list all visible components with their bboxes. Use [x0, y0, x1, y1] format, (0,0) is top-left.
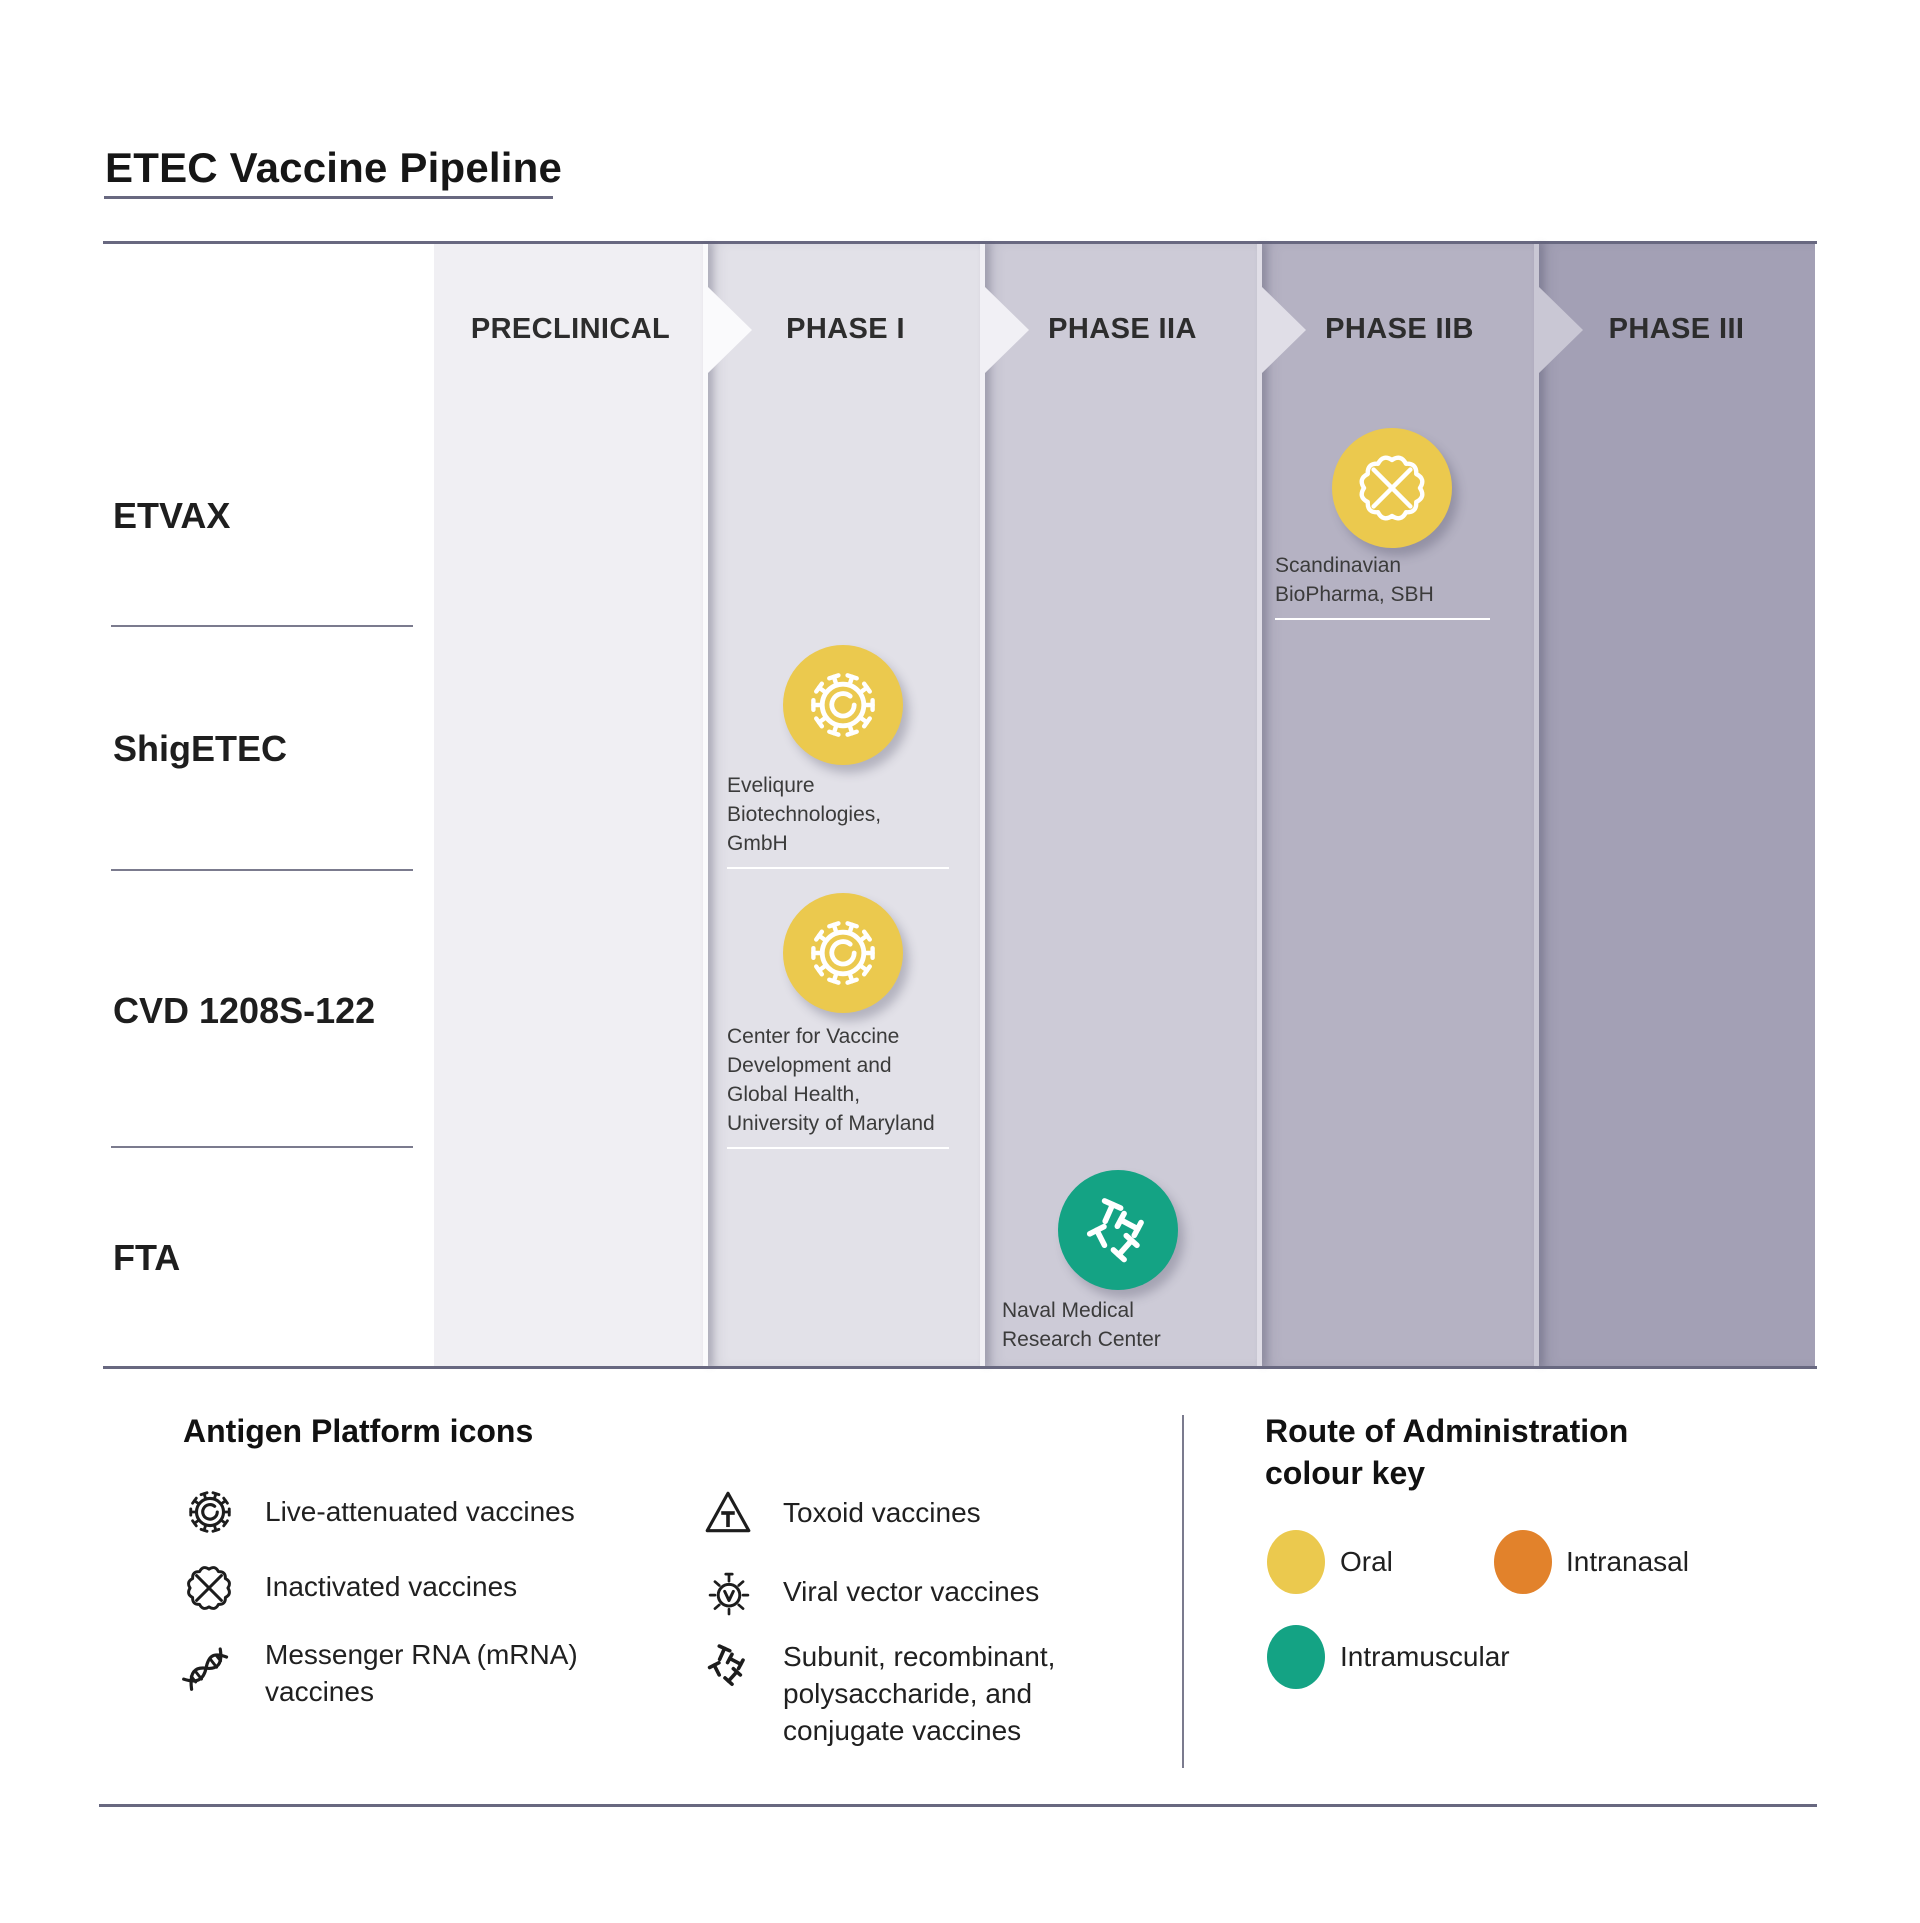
phase-header-phase-1: PHASE I	[786, 313, 905, 345]
row-separator	[111, 1146, 413, 1148]
legend-item-label: Inactivated vaccines	[265, 1571, 518, 1602]
subunit-vaccine-icon	[702, 1639, 754, 1691]
phase-header-preclinical: PRECLINICAL	[470, 313, 671, 345]
shigetec-oral-live-attenuated-bubble	[783, 645, 903, 765]
intranasal-route-swatch	[1494, 1530, 1552, 1594]
legend-item-label: Subunit, recombinant, polysaccharide, an…	[783, 1641, 1056, 1746]
toxoid-vaccine-icon	[702, 1487, 754, 1539]
column-divider	[1257, 244, 1262, 1366]
legend-item-label: Live-attenuated vaccines	[265, 1496, 575, 1527]
live-attenuated-vaccine-icon	[803, 913, 883, 993]
column-divider	[1534, 244, 1539, 1366]
row-label-fta: FTA	[113, 1237, 181, 1278]
row-label-shigetec: ShigETEC	[113, 728, 288, 769]
viral-vector-vaccine-icon	[702, 1566, 756, 1620]
row-label-etvax: ETVAX	[113, 495, 231, 536]
column-divider	[703, 244, 708, 1366]
legend-item-label: Viral vector vaccines	[783, 1576, 1040, 1607]
route-label-oral: Oral	[1340, 1546, 1393, 1577]
route-label-intranasal: Intranasal	[1566, 1546, 1689, 1577]
fta-intramuscular-subunit-bubble	[1058, 1170, 1178, 1290]
legend-item-label: Messenger RNA (mRNA) vaccines	[265, 1639, 578, 1707]
column-divider	[980, 244, 985, 1366]
intramuscular-route-swatch	[1267, 1625, 1325, 1689]
row-separator	[111, 869, 413, 871]
row-label-cvd-1208s-122: CVD 1208S-122	[113, 990, 376, 1031]
etvax-oral-inactivated-bubble	[1332, 428, 1452, 548]
etvax-organization: Scandinavian BioPharma, SBH	[1275, 551, 1490, 620]
phase-column-phase-1: PHASE I	[707, 244, 984, 1366]
phase-header-phase-2a: PHASE IIA	[1048, 313, 1197, 345]
fta-organization: Naval Medical Research Center	[1002, 1299, 1161, 1351]
chart-top-border	[103, 241, 1817, 244]
page-title: ETEC Vaccine Pipeline	[105, 144, 563, 191]
title-underline	[104, 196, 553, 199]
legend-divider	[1182, 1415, 1184, 1768]
cvd-organization: Center for Vaccine Development and Globa…	[727, 1022, 949, 1149]
row-separator	[111, 625, 413, 627]
chart-bottom-border	[103, 1366, 1817, 1369]
phase-header-phase-2b: PHASE IIB	[1325, 313, 1474, 345]
mrna-vaccine-icon	[173, 1637, 237, 1701]
phase-column-phase-2b: PHASE IIB	[1261, 244, 1538, 1366]
phase-header-phase-3: PHASE III	[1608, 313, 1745, 345]
live-attenuated-vaccine-icon	[803, 665, 883, 745]
live-attenuated-vaccine-icon	[184, 1486, 236, 1538]
route-legend-heading: Route of Administration colour key	[1265, 1413, 1629, 1491]
subunit-vaccine-icon	[1078, 1190, 1158, 1270]
phase-column-preclinical: PRECLINICAL	[434, 244, 707, 1366]
inactivated-vaccine-icon	[1352, 448, 1432, 528]
phase-column-phase-3: PHASE III	[1538, 244, 1815, 1366]
cvd-oral-live-attenuated-bubble	[783, 893, 903, 1013]
oral-route-swatch	[1267, 1530, 1325, 1594]
shigetec-organization: Eveliqure Biotechnologies, GmbH	[727, 771, 949, 869]
inactivated-vaccine-icon	[182, 1561, 236, 1615]
page-bottom-border	[99, 1804, 1817, 1807]
route-label-intramuscular: Intramuscular	[1340, 1641, 1510, 1672]
legend-item-label: Toxoid vaccines	[783, 1497, 981, 1528]
antigen-platform-legend-heading: Antigen Platform icons	[183, 1413, 534, 1449]
